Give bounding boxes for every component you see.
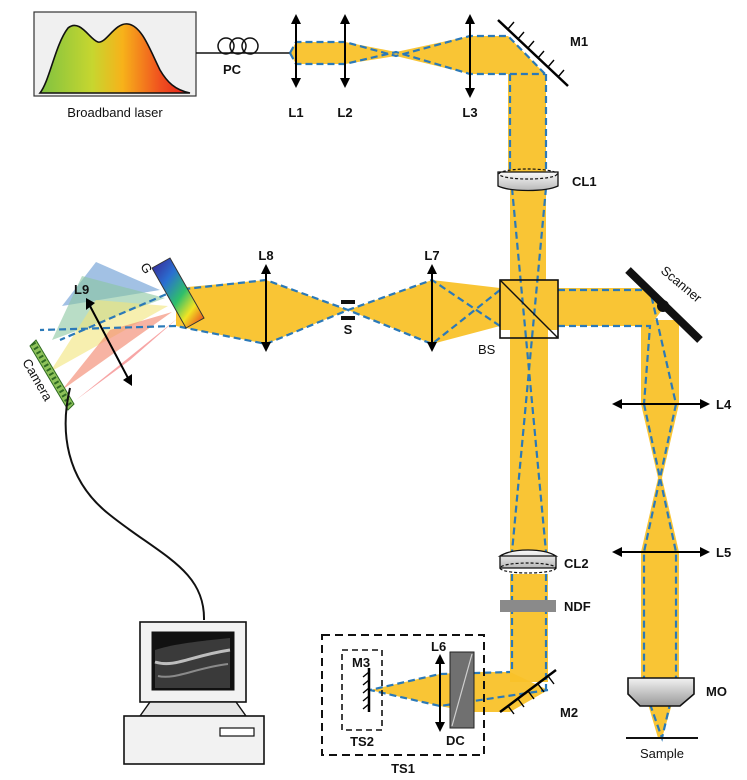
- lens-l4: [612, 399, 710, 409]
- s-label: S: [344, 322, 353, 337]
- lens-l6: [435, 654, 445, 732]
- mo-label: MO: [706, 684, 727, 699]
- l5-label: L5: [716, 545, 731, 560]
- lens-l1: [291, 14, 301, 88]
- beam-paths: [176, 36, 679, 738]
- microscope-objective: [627, 677, 695, 707]
- dashed-rays: [39, 34, 678, 742]
- sample-label: Sample: [640, 746, 684, 761]
- l1-label: L1: [288, 105, 303, 120]
- dc-label: DC: [446, 733, 465, 748]
- broadband-laser: [33, 11, 197, 97]
- lens-l2: [340, 14, 350, 88]
- m3-label: M3: [352, 655, 370, 670]
- lens-l5: [612, 547, 710, 557]
- l8-label: L8: [258, 248, 273, 263]
- ndf-label: NDF: [564, 599, 591, 614]
- lens-l3: [465, 14, 475, 98]
- cylindrical-lens-cl2: [497, 549, 559, 574]
- lens-l8: [261, 264, 271, 352]
- lens-l7: [427, 264, 437, 352]
- camera-cable: [64, 387, 206, 621]
- cl1-label: CL1: [572, 174, 597, 189]
- mirror-m1: [497, 19, 569, 87]
- ndf-filter: [500, 600, 556, 612]
- l9-label: L9: [74, 282, 89, 297]
- scanner: [625, 267, 703, 343]
- slit: [341, 300, 355, 320]
- dispersed-spectrum: [50, 262, 178, 400]
- bs-label: BS: [478, 342, 496, 357]
- mirror-m3: [362, 668, 371, 712]
- lens-l9: [86, 298, 132, 386]
- translation-stage-ts2: [341, 649, 383, 731]
- beam-splitter: [499, 279, 559, 339]
- l6-label: L6: [431, 639, 446, 654]
- grating: [151, 257, 205, 329]
- computer: [123, 621, 265, 765]
- line-camera: [29, 339, 75, 411]
- l4-label: L4: [716, 397, 732, 412]
- broadband-laser-label: Broadband laser: [67, 105, 163, 120]
- polarization-controller: [196, 37, 290, 55]
- ts1-label: TS1: [391, 761, 415, 776]
- cl2-label: CL2: [564, 556, 589, 571]
- translation-stage-ts1: [321, 634, 485, 756]
- cylindrical-lens-cl1: [497, 168, 559, 192]
- l7-label: L7: [424, 248, 439, 263]
- ts2-label: TS2: [350, 734, 374, 749]
- l2-label: L2: [337, 105, 352, 120]
- m2-label: M2: [560, 705, 578, 720]
- dispersion-compensator: [449, 651, 475, 729]
- mirror-m2: [499, 669, 557, 715]
- scanner-label: Scanner: [658, 263, 705, 306]
- m1-label: M1: [570, 34, 588, 49]
- g-label: G: [137, 260, 155, 276]
- pc-label: PC: [223, 62, 242, 77]
- l3-label: L3: [462, 105, 477, 120]
